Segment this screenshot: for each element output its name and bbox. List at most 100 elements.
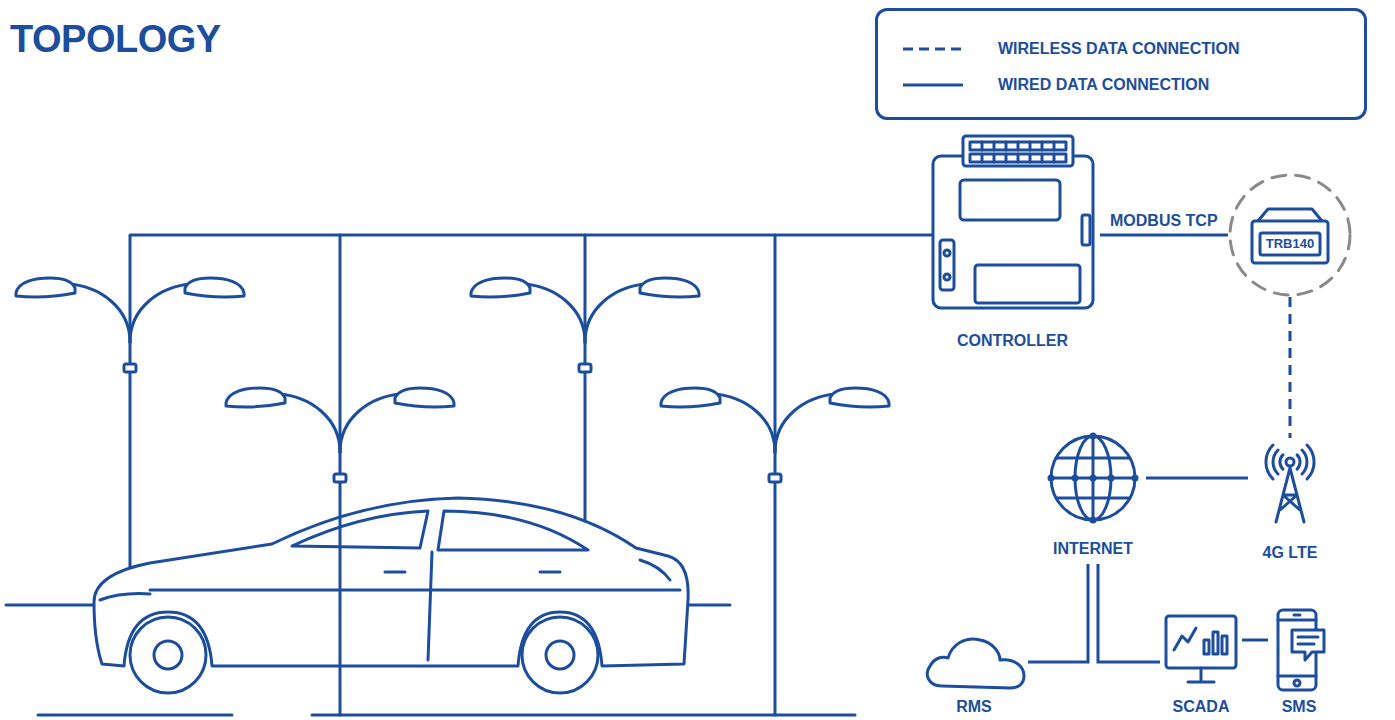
node-label: SCADA [1173, 698, 1230, 716]
router-icon [1230, 175, 1350, 295]
globe-icon [1051, 436, 1135, 520]
car [546, 641, 574, 669]
globe-icon [1048, 433, 1139, 524]
tower-icon [1266, 445, 1314, 522]
controller-icon [944, 274, 950, 280]
car [292, 511, 428, 548]
street-lamp [661, 388, 889, 482]
car [150, 589, 680, 592]
node-label: RMS [956, 698, 992, 716]
car [385, 571, 560, 574]
router-icon [1252, 221, 1328, 263]
controller-node: CONTROLLER [925, 128, 1100, 350]
tower-icon [1286, 458, 1294, 466]
tower-icon [1266, 445, 1283, 479]
controller-icon [975, 265, 1080, 303]
monitor-icon [1204, 640, 1209, 654]
node-label: TRB140 [1266, 235, 1314, 253]
wired-connector [1028, 564, 1088, 662]
node-label: 4G LTE [1263, 544, 1318, 562]
lamp-wire [130, 235, 935, 452]
globe-icon [1132, 475, 1139, 482]
globe-icon [1108, 475, 1115, 482]
node-label: SMS [1282, 698, 1317, 716]
car [438, 511, 588, 550]
street-lamp [226, 388, 454, 482]
controller-icon [933, 156, 1093, 308]
controller-icon [1082, 215, 1090, 245]
node-label: CONTROLLER [957, 332, 1068, 350]
sms-node: SMS [1268, 606, 1330, 716]
tower-icon [1297, 445, 1314, 479]
car [154, 641, 182, 669]
controller-icon [944, 250, 950, 256]
monitor-icon [1213, 632, 1218, 654]
wired-connector [1146, 477, 1248, 480]
legend-line [903, 48, 963, 51]
lamp-wire [130, 235, 935, 342]
street-lamp [471, 278, 699, 372]
globe-icon [1090, 517, 1097, 524]
car [522, 617, 598, 693]
monitor-icon [1174, 628, 1196, 650]
legend-row: WIRED DATA CONNECTION [878, 67, 1364, 103]
wireless-connector [1289, 297, 1292, 438]
phone-icon [1298, 637, 1318, 644]
street-lamp [774, 452, 777, 715]
controller-icon [963, 136, 1073, 166]
lamp-wire [774, 235, 777, 452]
scada-node: SCADA [1160, 612, 1242, 716]
title-block: TOPOLOGY [10, 18, 221, 60]
legend-text: WIRED DATA CONNECTION [998, 76, 1209, 94]
rms-cloud-node: RMS [920, 622, 1028, 716]
car [94, 498, 688, 693]
cloud-icon [927, 639, 1024, 688]
street-lamp [226, 388, 889, 715]
router-icon [1258, 209, 1322, 221]
monitor-icon [1166, 616, 1236, 682]
legend-box: WIRELESS DATA CONNECTION WIRED DATA CONNE… [875, 8, 1367, 120]
tower-icon [1276, 468, 1304, 522]
globe-icon [1048, 475, 1055, 482]
legend-sample [902, 46, 964, 52]
car [130, 617, 206, 693]
phone-icon [1278, 610, 1324, 690]
node-label: INTERNET [1053, 540, 1133, 558]
car [428, 552, 432, 660]
phone-icon [1294, 680, 1300, 686]
wired-connector [1100, 234, 1228, 237]
car [100, 594, 150, 600]
router-icon [1230, 175, 1350, 295]
street-lamp [129, 342, 132, 600]
lamp-wire [339, 235, 342, 452]
legend-line [903, 84, 963, 87]
globe-icon [1051, 436, 1135, 520]
globe-icon [1048, 433, 1139, 524]
controller-icon [960, 180, 1060, 220]
phone-icon [1292, 630, 1324, 660]
internet-node: INTERNET [1040, 430, 1146, 564]
ground-line [38, 714, 232, 717]
wired-connector [1242, 639, 1268, 642]
controller-icon [940, 240, 954, 290]
car [640, 560, 670, 580]
controller-icon [933, 136, 1093, 308]
street-lamp [339, 452, 342, 715]
legend-row: WIRELESS DATA CONNECTION [878, 31, 1364, 67]
lte-tower-node: 4G LTE [1248, 438, 1332, 562]
title: TOPOLOGY [10, 18, 221, 60]
globe-icon [1090, 433, 1097, 440]
cloud-icon [927, 639, 1024, 688]
monitor-icon [1222, 636, 1227, 654]
illustration [6, 136, 1350, 715]
wired-connector [1098, 564, 1160, 662]
globe-icon [1090, 475, 1097, 482]
globe-icon [1072, 475, 1079, 482]
monitor-icon [1188, 668, 1214, 682]
legend-text: WIRELESS DATA CONNECTION [998, 40, 1239, 58]
ground-line [6, 604, 95, 607]
connection-label: MODBUS TCP [1108, 212, 1220, 230]
router-node: TRB140 [1228, 173, 1352, 297]
router-icon [1260, 233, 1320, 255]
monitor-icon [1166, 616, 1236, 668]
